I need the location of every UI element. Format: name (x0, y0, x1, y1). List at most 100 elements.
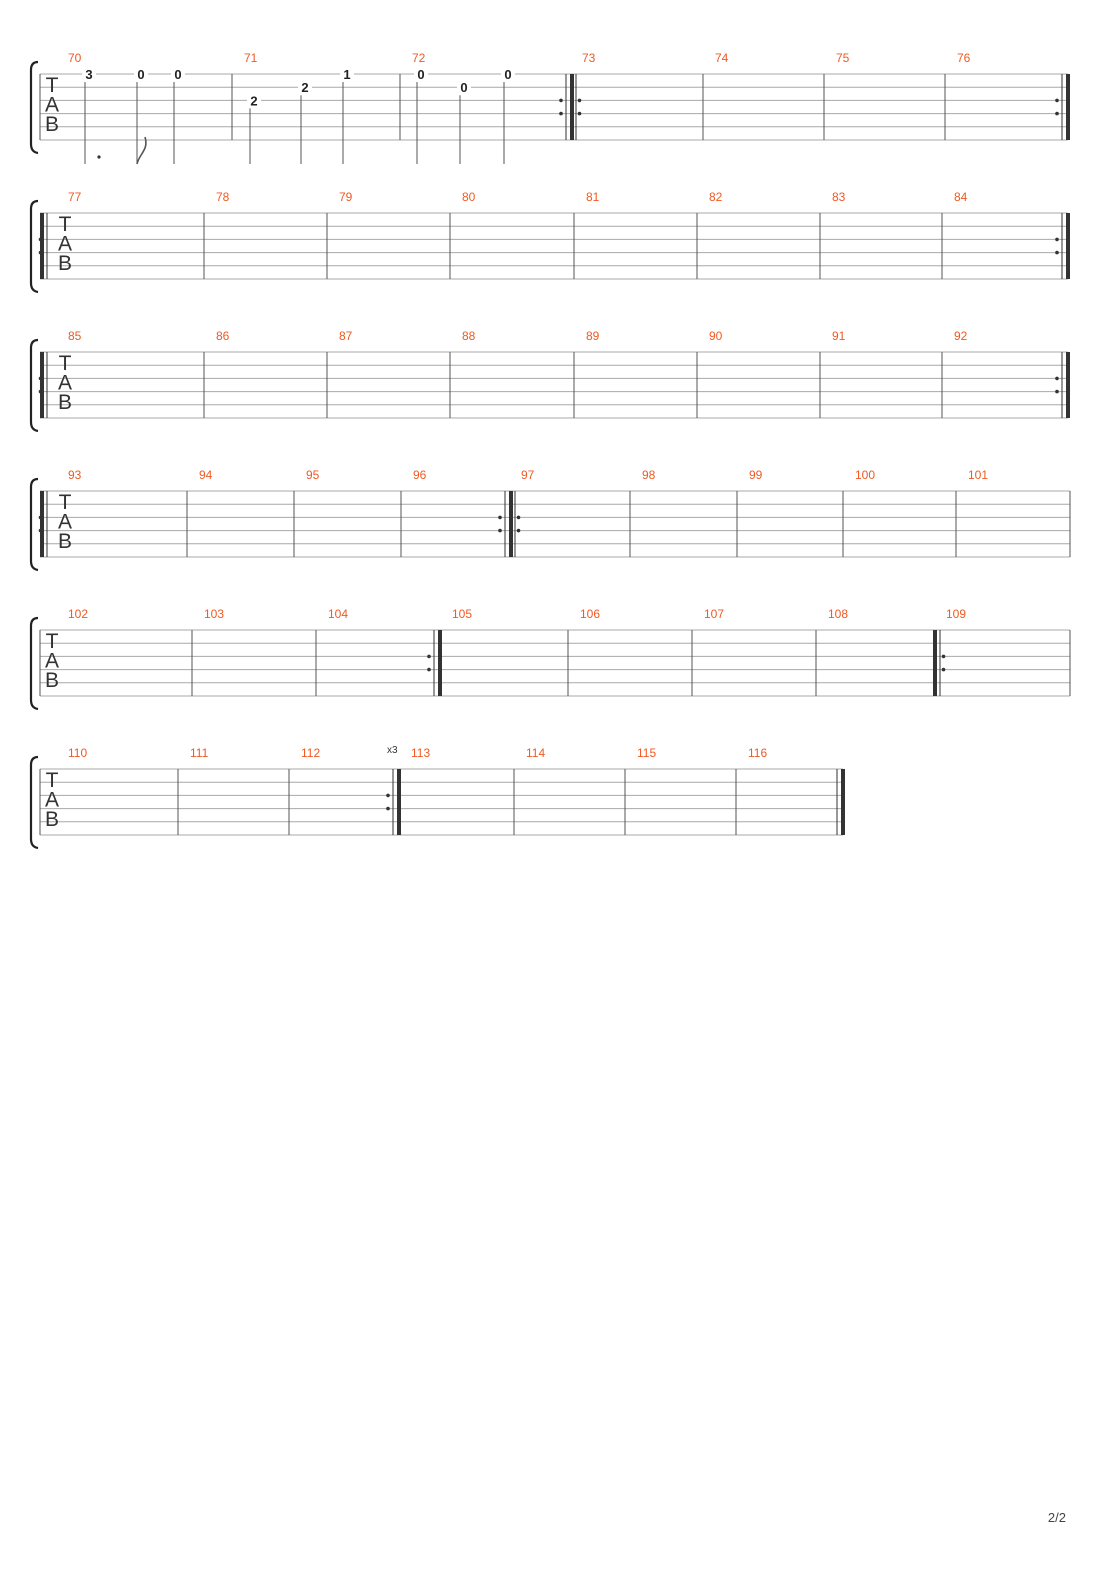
repeat-end-thick-bar (1066, 352, 1070, 418)
measure-number: 86 (216, 329, 230, 343)
tab-clef-letter: T (46, 630, 59, 653)
measure-number: 75 (836, 51, 850, 65)
repeat-dot (941, 654, 946, 659)
measure-number: 88 (462, 329, 476, 343)
repeat-dot (1055, 111, 1059, 116)
fret-number: 0 (417, 67, 424, 82)
tab-clef-letter: B (58, 252, 72, 275)
measure-number: 104 (328, 607, 348, 621)
fret-number: 0 (137, 67, 144, 82)
measure-number: 90 (709, 329, 723, 343)
measure-number: 101 (968, 468, 988, 482)
measure-number: 91 (832, 329, 846, 343)
fret-number: 0 (460, 80, 467, 95)
fret-number: 2 (250, 93, 257, 108)
measure-number: 100 (855, 468, 875, 482)
measure-number: 111 (190, 746, 209, 760)
repeat-end-thick-bar (438, 630, 442, 696)
tab-clef-letter: B (58, 391, 72, 414)
fret-number: 0 (504, 67, 511, 82)
repeat-dot (1055, 237, 1059, 242)
measure-number: 89 (586, 329, 600, 343)
tab-clef-letter: B (45, 113, 59, 136)
fret-number-mask (82, 67, 96, 80)
repeat-end-thick-bar (397, 769, 401, 835)
fret-number: 2 (301, 80, 308, 95)
repeat-end-thick-bar (1066, 213, 1070, 279)
fret-number-mask (247, 93, 261, 107)
measure-number: 96 (413, 468, 427, 482)
repeat-start-thick-bar (40, 491, 44, 557)
system-bracket (29, 616, 39, 711)
measure-number: 80 (462, 190, 476, 204)
fret-number-mask (501, 67, 515, 80)
repeat-dot (38, 515, 43, 520)
measure-number: 113 (411, 746, 430, 760)
tab-clef-letter: T (59, 352, 72, 375)
tab-clef-letter: T (59, 491, 72, 514)
repeat-dot (427, 654, 431, 659)
measure-number: 103 (204, 607, 224, 621)
repeat-dot (38, 237, 43, 242)
measure-number: 94 (199, 468, 213, 482)
repeat-dot (38, 250, 43, 255)
measure-number: 99 (749, 468, 763, 482)
page-number: 2/2 (1047, 1510, 1066, 1525)
repeat-dot (386, 793, 390, 798)
measure-number: 71 (244, 51, 258, 65)
tab-clef-letter: A (45, 789, 59, 812)
repeat-dot (1055, 250, 1059, 255)
repeat-dot (1055, 376, 1059, 381)
system-bracket (29, 477, 39, 572)
measure-number: 85 (68, 329, 82, 343)
tab-clef-letter: T (59, 213, 72, 236)
note-flag (136, 136, 147, 165)
measure-number: 97 (521, 468, 535, 482)
augmentation-dot (97, 155, 101, 159)
fret-number: 0 (174, 67, 181, 82)
measure-number: 74 (715, 51, 729, 65)
measure-number: 112 (301, 746, 320, 760)
measure-number: 110 (68, 746, 87, 760)
repeat-end-thick-bar (509, 491, 513, 557)
repeat-start-thick-bar (933, 630, 937, 696)
repeat-dot (559, 111, 563, 116)
repeat-dot (498, 515, 502, 520)
repeat-start-thick-bar (40, 352, 44, 418)
tab-clef-letter: A (45, 650, 59, 673)
tab-clef-letter: T (46, 769, 59, 792)
repeat-dot (559, 98, 563, 103)
repeat-dot (498, 528, 502, 533)
measure-number: 108 (828, 607, 848, 621)
repeat-start-thick-bar (40, 213, 44, 279)
tab-clef-letter: A (58, 511, 72, 534)
measure-number: 109 (946, 607, 966, 621)
measure-number: 116 (748, 746, 767, 760)
fret-number: 1 (343, 67, 350, 82)
repeat-dot (577, 111, 582, 116)
repeat-dot (1055, 389, 1059, 394)
measure-number: 77 (68, 190, 82, 204)
tab-clef-letter: A (58, 233, 72, 256)
repeat-dot (38, 376, 43, 381)
measure-number: 92 (954, 329, 968, 343)
repeat-dot (38, 389, 43, 394)
measure-number: 105 (452, 607, 472, 621)
measure-number: 98 (642, 468, 656, 482)
repeat-dot (1055, 98, 1059, 103)
tab-clef-letter: A (58, 372, 72, 395)
repeat-dot (516, 515, 521, 520)
tab-clef-letter: B (45, 669, 59, 692)
system-bracket (29, 338, 39, 433)
measure-number: 106 (580, 607, 600, 621)
tab-clef-letter: A (45, 94, 59, 117)
measure-number: 76 (957, 51, 971, 65)
repeat-dot (577, 98, 582, 103)
